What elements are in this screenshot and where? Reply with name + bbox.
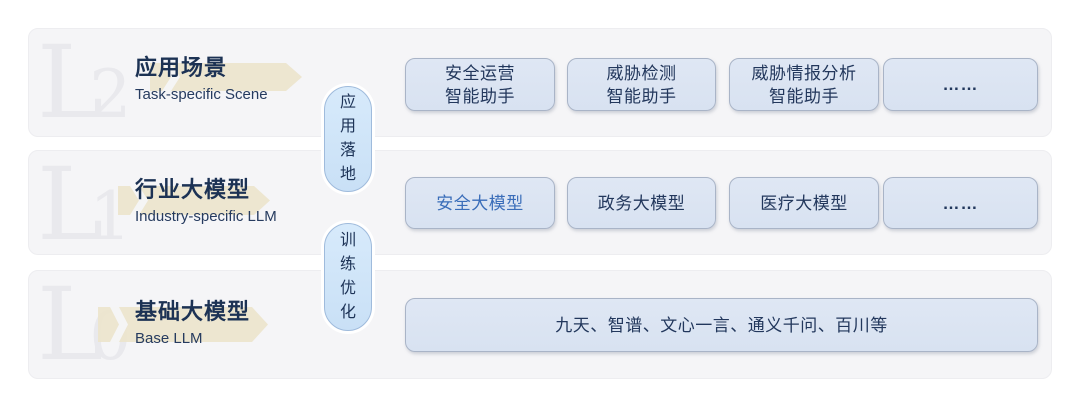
layer-l0-title: 基础大模型 [135, 299, 251, 324]
industry-box-government-llm: 政务大模型 [567, 177, 716, 229]
ellipsis-text: …… [942, 193, 979, 213]
layer-l0-label: 基础大模型 Base LLM [135, 298, 250, 349]
connector-training-optimization-pill: 训 练 优 化 [324, 223, 372, 331]
pill-char: 落 [339, 142, 356, 159]
scene-box-threat-intel-assistant: 威胁情报分析 智能助手 [729, 58, 879, 111]
box-line: 威胁检测 [606, 63, 677, 83]
watermark-letter: L [37, 150, 104, 255]
arrow-notch-icon [110, 307, 128, 342]
layer-l1-subtitle: Industry-specific LLM [135, 208, 277, 225]
scene-box-more: …… [883, 58, 1038, 111]
watermark-number: 2 [89, 56, 132, 133]
pill-char: 练 [339, 256, 356, 273]
pill-char: 用 [339, 118, 356, 135]
box-line: 政务大模型 [597, 193, 686, 213]
box-line: 九天、智谱、文心一言、通义千问、百川等 [555, 315, 888, 335]
connector-app-deployment-pill: 应 用 落 地 [324, 86, 372, 192]
layer-l2-watermark: L2 [37, 33, 131, 133]
pill-char: 应 [339, 94, 356, 111]
pill-char: 训 [339, 232, 356, 249]
scene-box-security-ops-assistant: 安全运营 智能助手 [405, 58, 555, 111]
box-line: 威胁情报分析 [751, 63, 857, 83]
box-line: 智能助手 [769, 86, 839, 106]
box-line: 智能助手 [445, 86, 515, 106]
box-line: 智能助手 [606, 86, 677, 106]
layer-l0-subtitle: Base LLM [135, 330, 203, 347]
box-line: 安全运营 [445, 63, 515, 83]
industry-box-medical-llm: 医疗大模型 [729, 177, 879, 229]
title-arrow-banner-l0 [98, 307, 268, 342]
layer-l2-subtitle: Task-specific Scene [135, 86, 268, 103]
base-llm-box: 九天、智谱、文心一言、通义千问、百川等 [405, 298, 1038, 352]
pill-char: 地 [339, 166, 356, 183]
pill-char: 优 [339, 280, 356, 297]
layer-l2-label: 应用场景 Task-specific Scene [135, 54, 268, 105]
scene-box-threat-detection-assistant: 威胁检测 智能助手 [567, 58, 716, 111]
title-arrow-banner-l1 [118, 186, 270, 215]
arrow-notch-icon [162, 63, 180, 91]
box-line: 安全大模型 [436, 193, 524, 213]
arrow-notch-icon [130, 186, 148, 215]
industry-box-security-llm: 安全大模型 [405, 177, 555, 229]
layer-l1-label: 行业大模型 Industry-specific LLM [135, 176, 277, 227]
ellipsis-text: …… [942, 75, 979, 94]
watermark-letter: L [37, 28, 104, 137]
pill-char: 化 [339, 304, 356, 321]
layer-l1-watermark: L1 [37, 155, 131, 255]
industry-box-more: …… [883, 177, 1038, 229]
box-line: 医疗大模型 [760, 193, 848, 213]
watermark-letter: L [37, 270, 104, 379]
title-arrow-banner-l2 [150, 63, 302, 91]
layer-l1-title: 行业大模型 [135, 177, 251, 202]
layer-l2-title: 应用场景 [135, 55, 228, 80]
